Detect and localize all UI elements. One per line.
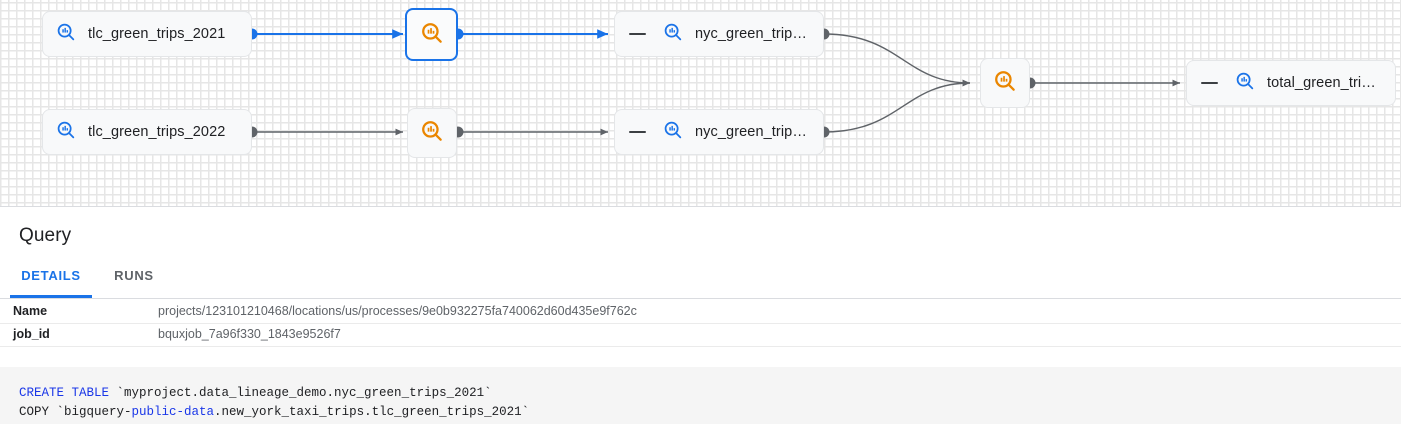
collapse-dash-icon[interactable] — [629, 131, 646, 133]
panel-splitter[interactable] — [0, 206, 1401, 207]
lineage-node-label: nyc_green_trips... — [695, 124, 809, 140]
panel-title: Query — [19, 225, 72, 246]
lineage-node-process-2[interactable] — [407, 108, 457, 158]
bigquery-table-icon — [662, 21, 684, 47]
lineage-node-total-green-trips[interactable]: total_green_trip... — [1186, 60, 1396, 106]
bigquery-process-icon — [419, 20, 445, 50]
details-key: Name — [13, 304, 48, 318]
bigquery-table-icon — [1234, 70, 1256, 96]
sql-line2-rest: .new_york_taxi_trips.tlc_green_trips_202… — [214, 405, 530, 419]
lineage-node-tlc-green-trips-2022[interactable]: tlc_green_trips_2022 — [42, 109, 252, 155]
lineage-node-label: tlc_green_trips_2022 — [88, 124, 226, 140]
sql-keyword-public-data: public-data — [131, 405, 215, 419]
lineage-node-process-3[interactable] — [980, 58, 1030, 108]
collapse-dash-icon[interactable] — [629, 33, 646, 35]
tab-details[interactable]: DETAILS — [10, 263, 92, 298]
lineage-node-process-selected[interactable] — [405, 8, 458, 61]
panel-tabs: DETAILS RUNS — [0, 263, 1401, 299]
lineage-node-label: total_green_trip... — [1267, 75, 1381, 91]
lineage-node-tlc-green-trips-2021[interactable]: tlc_green_trips_2021 — [42, 11, 252, 57]
bigquery-process-icon — [419, 118, 445, 148]
details-row-spacer — [0, 346, 1401, 368]
sql-keyword-create-table: CREATE TABLE — [19, 386, 110, 400]
bigquery-table-icon — [55, 21, 77, 47]
details-row-job-id: job_id bquxjob_7a96f330_1843e9526f7 — [0, 323, 1401, 347]
tab-runs[interactable]: RUNS — [114, 268, 154, 283]
sql-line1-rest: `myproject.data_lineage_demo.nyc_green_t… — [109, 386, 492, 400]
collapse-dash-icon[interactable] — [1201, 82, 1218, 84]
lineage-canvas[interactable]: tlc_green_trips_2021 tlc_green_trips_202… — [0, 0, 1401, 207]
details-panel: Query DETAILS RUNS Name projects/1231012… — [0, 207, 1401, 424]
bigquery-table-icon — [662, 119, 684, 145]
lineage-node-nyc-green-trips-2022[interactable]: nyc_green_trips... — [614, 109, 824, 155]
lineage-node-nyc-green-trips-2021[interactable]: nyc_green_trips... — [614, 11, 824, 57]
details-row-name: Name projects/123101210468/locations/us/… — [0, 300, 1401, 324]
lineage-node-label: tlc_green_trips_2021 — [88, 26, 226, 42]
bigquery-process-icon — [992, 68, 1018, 98]
bigquery-table-icon — [55, 119, 77, 145]
lineage-node-label: nyc_green_trips... — [695, 26, 809, 42]
details-value: projects/123101210468/locations/us/proce… — [158, 304, 637, 318]
sql-line2-pre: COPY `bigquery- — [19, 405, 132, 419]
sql-code-block: CREATE TABLE `myproject.data_lineage_dem… — [0, 367, 1401, 424]
details-value: bquxjob_7a96f330_1843e9526f7 — [158, 327, 341, 341]
details-key: job_id — [13, 327, 50, 341]
